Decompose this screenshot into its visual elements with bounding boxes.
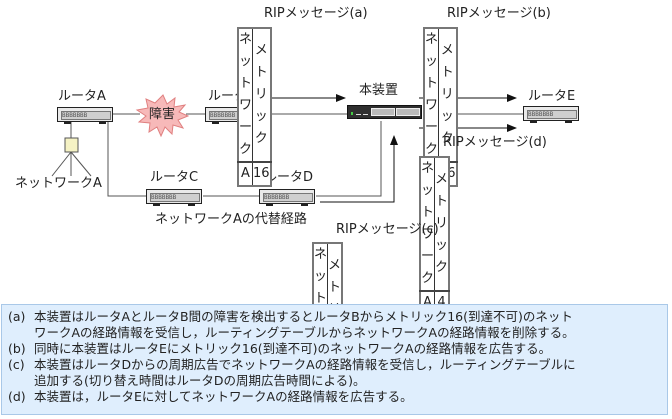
- cell-network: A: [237, 161, 253, 187]
- header-metric: メトリック: [252, 27, 272, 163]
- rip-message-title: RIPメッセージ(b): [447, 6, 551, 21]
- router-c-label: ルータC: [150, 170, 199, 185]
- router-e-icon[interactable]: BBBBBBB: [523, 106, 579, 123]
- net-line-1: [51, 151, 72, 177]
- item-tag: (a): [8, 309, 26, 324]
- router-c-icon[interactable]: BBBBBBB: [146, 189, 202, 206]
- router-panel: BBBBBBB: [61, 111, 111, 120]
- header-network: ネットワーク: [237, 27, 253, 163]
- item-text: 同時に本装置はルータEにメトリック16(到達不可)のネットワークAの経路情報を広…: [34, 341, 552, 356]
- cell-metric: 16: [252, 161, 272, 187]
- item-tag: (b): [8, 341, 26, 356]
- rip-message-title: RIPメッセージ(d): [443, 135, 547, 150]
- this-device-label: 本装置: [359, 83, 399, 98]
- hub-icon: [64, 137, 79, 153]
- header-network: ネットワーク: [423, 27, 439, 163]
- description-item-d: (d) 本装置は，ルータEに対してネットワークAの経路情報を広告する。: [8, 389, 413, 404]
- header-metric: メトリック: [434, 156, 450, 292]
- item-tag: (c): [8, 357, 25, 372]
- alternate-path-label: ネットワークAの代替経路: [155, 212, 307, 227]
- router-d-icon[interactable]: BBBBBBB: [259, 189, 315, 206]
- router-e-label: ルータE: [528, 89, 576, 104]
- router-panel: BBBBBBB: [150, 193, 200, 202]
- rip-message-title: RIPメッセージ(c): [336, 222, 439, 237]
- description-item-c: (c) 本装置はルータDからの周期広告でネットワークAの経路情報を受信し，ルーティ…: [8, 357, 576, 372]
- this-device-switch-icon[interactable]: [347, 105, 422, 119]
- item-text: 本装置はルータAとルータB間の障害を検出するとルータBからメトリック16(到達不…: [34, 309, 573, 324]
- router-panel: BBBBBBB: [527, 110, 577, 119]
- rip-table: ネットワーク メトリック A 16: [237, 27, 272, 187]
- description-item-a-cont: ワークAの経路情報を受信し，ルーティングテーブルからネットワークAの経路情報を削…: [34, 325, 575, 340]
- router-a-icon[interactable]: BBBBBBB: [57, 107, 113, 124]
- rip-table: ネットワーク メトリック A 16: [423, 27, 458, 187]
- failure-label: 障害: [149, 107, 176, 122]
- item-text: 本装置はルータDからの周期広告でネットワークAの経路情報を受信し，ルーティングテ…: [34, 357, 576, 372]
- router-d-label: ルータD: [264, 170, 314, 185]
- link-a-c: [107, 121, 147, 197]
- rip-message-title: RIPメッセージ(a): [264, 6, 368, 21]
- network-a-label: ネットワークA: [15, 176, 102, 191]
- router-panel: BBBBBBB: [263, 193, 313, 202]
- item-tag: (d): [8, 389, 26, 404]
- link-d-switch: [316, 121, 382, 197]
- item-text: 本装置は，ルータEに対してネットワークAの経路情報を広告する。: [34, 389, 413, 404]
- header-metric: メトリック: [438, 27, 458, 163]
- connection-lines: [51, 94, 524, 203]
- description-item-c-cont: 追加する(切り替え時間はルータDの周期広告時間による)。: [34, 373, 366, 388]
- description-item-b: (b) 同時に本装置はルータEにメトリック16(到達不可)のネットワークAの経路情…: [8, 341, 551, 356]
- router-a-label: ルータA: [58, 89, 106, 104]
- failure-burst-icon: [135, 94, 190, 138]
- description-item-a: (a) 本装置はルータAとルータB間の障害を検出するとルータBからメトリック16(…: [8, 309, 573, 324]
- arrow-c: [320, 135, 398, 203]
- description-box: (a) 本装置はルータAとルータB間の障害を検出するとルータBからメトリック16(…: [1, 304, 668, 415]
- net-line-3: [70, 151, 92, 177]
